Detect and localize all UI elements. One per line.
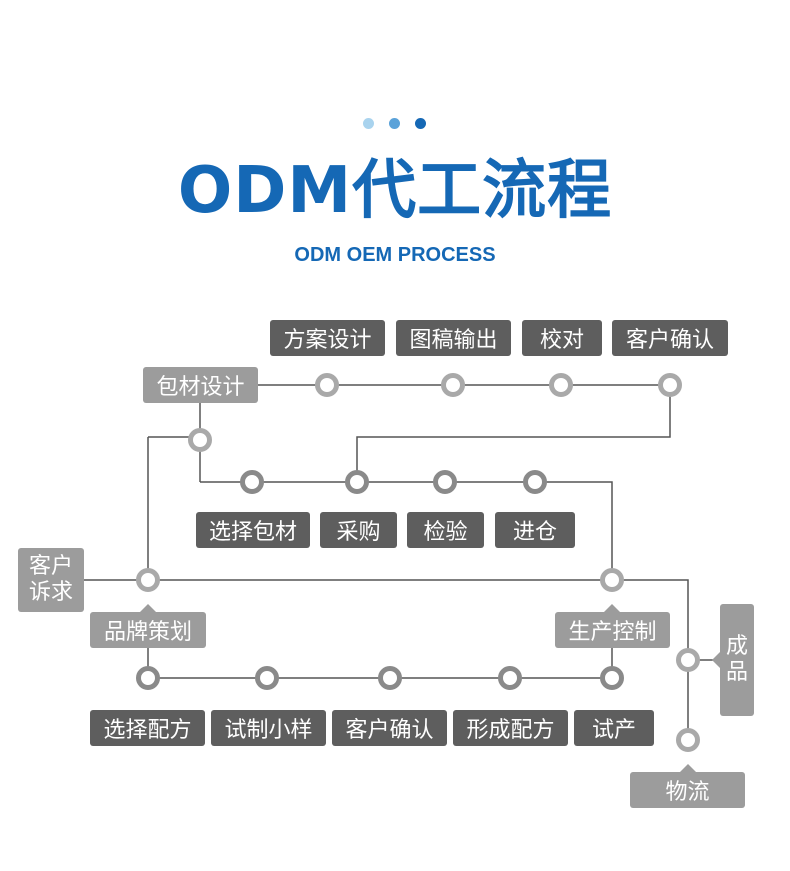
decorative-dots	[363, 118, 427, 130]
step-package-design: 包材设计	[143, 367, 258, 403]
step-logistics: 物流	[630, 772, 745, 808]
page-subtitle: ODM OEM PROCESS	[294, 244, 496, 266]
step-customer-confirm-bottom: 客户确认	[332, 710, 447, 746]
step-trial-sample: 试制小样	[211, 710, 326, 746]
customer-request-line2: 诉求	[28, 580, 73, 605]
pointer-brand	[140, 604, 156, 612]
step-production-control: 生产控制	[555, 612, 670, 648]
connector-package-row	[200, 481, 613, 580]
step-draft-output: 图稿输出	[396, 320, 511, 356]
node-select-formula	[136, 666, 160, 690]
dot-medium	[389, 118, 400, 129]
node-customer-confirm-bottom	[378, 666, 402, 690]
node-trial-production	[600, 666, 624, 690]
step-customer-request: 客户 诉求	[18, 548, 84, 612]
step-trial-production: 试产	[574, 710, 654, 746]
node-logistics	[676, 728, 700, 752]
step-inspection: 检验	[407, 512, 484, 548]
node-draft-output	[441, 373, 465, 397]
node-warehouse	[523, 470, 547, 494]
connector-confirm-to-purchase	[356, 385, 671, 482]
step-select-formula: 选择配方	[90, 710, 205, 746]
finished-product-line2: 品	[725, 660, 748, 685]
node-proofread	[549, 373, 573, 397]
dot-dark	[415, 118, 426, 129]
pointer-production	[604, 604, 620, 612]
step-warehouse: 进仓	[495, 512, 575, 548]
node-purchase	[345, 470, 369, 494]
node-scheme-design	[315, 373, 339, 397]
customer-request-line1: 客户	[28, 554, 73, 579]
node-brand-planning	[136, 568, 160, 592]
pointer-finished	[712, 652, 720, 668]
connector-to-logistics	[612, 579, 689, 740]
step-purchase: 采购	[320, 512, 397, 548]
step-select-package: 选择包材	[196, 512, 310, 548]
node-trial-sample	[255, 666, 279, 690]
step-proofread: 校对	[522, 320, 602, 356]
node-form-formula	[498, 666, 522, 690]
node-package-design	[188, 428, 212, 452]
step-scheme-design: 方案设计	[270, 320, 385, 356]
node-select-package	[240, 470, 264, 494]
node-inspection	[433, 470, 457, 494]
page-title: ODM代工流程	[177, 154, 613, 228]
node-customer-confirm-top	[658, 373, 682, 397]
step-finished-product: 成 品	[720, 604, 754, 716]
step-customer-confirm-top: 客户确认	[612, 320, 728, 356]
pointer-logistics	[680, 764, 696, 772]
step-form-formula: 形成配方	[453, 710, 568, 746]
finished-product-line1: 成	[725, 634, 748, 659]
dot-light	[363, 118, 374, 129]
node-finished-product	[676, 648, 700, 672]
step-brand-planning: 品牌策划	[90, 612, 206, 648]
node-production-control	[600, 568, 624, 592]
